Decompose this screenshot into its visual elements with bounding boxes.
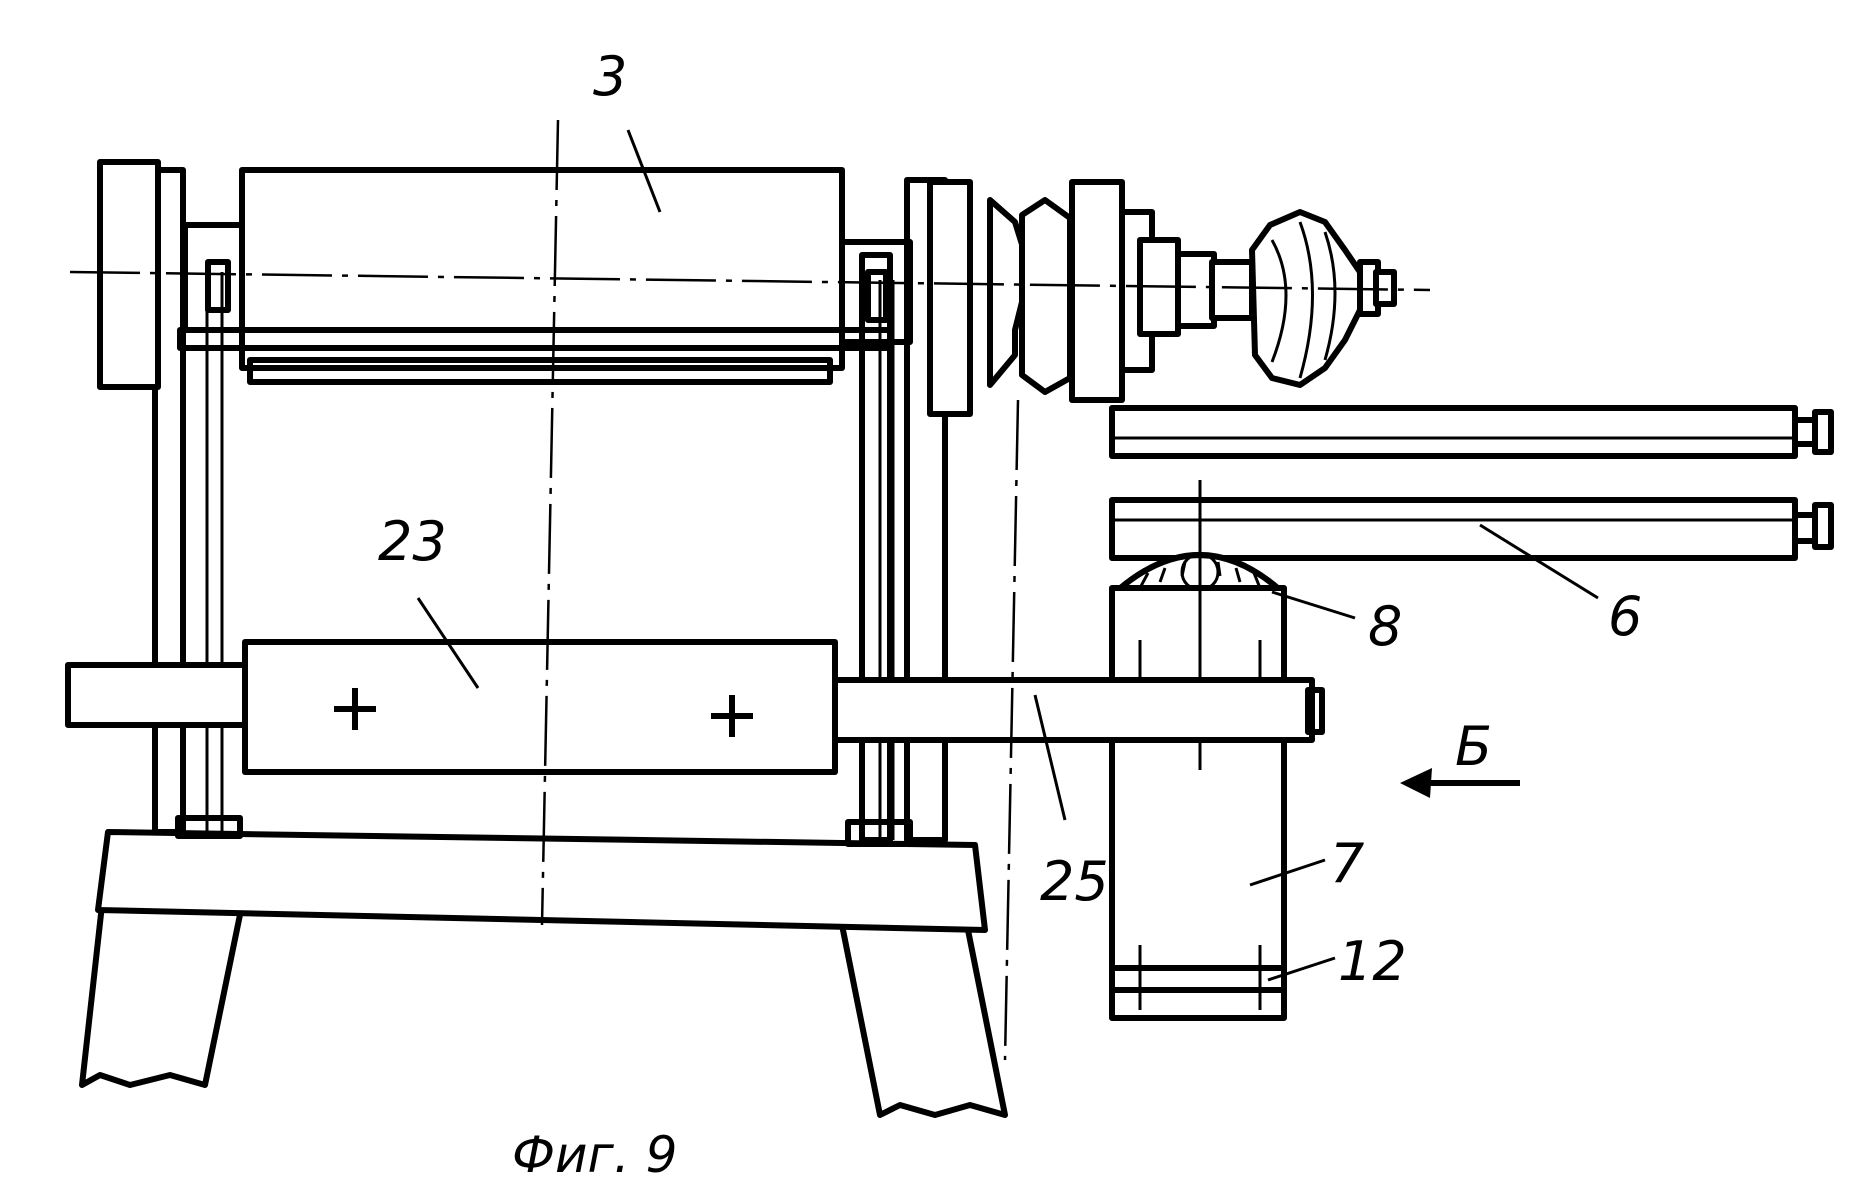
lower-guide-bar [1109, 497, 1834, 561]
left-leg [79, 902, 245, 1088]
support-column [1109, 480, 1287, 1021]
label-part-6: 6 [1608, 585, 1642, 648]
base-frame [79, 829, 1008, 1118]
left-post [152, 167, 243, 839]
roller [242, 639, 838, 775]
base-plate [95, 829, 988, 933]
label-part-8: 8 [1368, 595, 1402, 658]
tie-rod [177, 327, 893, 351]
centre-lines [69, 119, 1431, 1061]
arrow-head [1400, 768, 1432, 798]
leader-lines [416, 129, 1599, 982]
label-part-12: 12 [1338, 930, 1407, 993]
right-post [845, 177, 948, 847]
spindle-assembly [927, 179, 1397, 417]
label-part-3: 3 [593, 45, 627, 108]
right-leg [837, 912, 1008, 1118]
label-part-25: 25 [1040, 850, 1109, 913]
figure-caption: Фиг. 9 [512, 1126, 677, 1184]
view-arrow [1400, 768, 1520, 798]
label-view-b: Б [1455, 715, 1492, 778]
label-part-23: 23 [378, 510, 447, 573]
upper-guide-bar [1109, 405, 1834, 459]
lower-shaft [65, 662, 1325, 743]
motor [97, 159, 913, 390]
label-part-7: 7 [1330, 832, 1364, 895]
